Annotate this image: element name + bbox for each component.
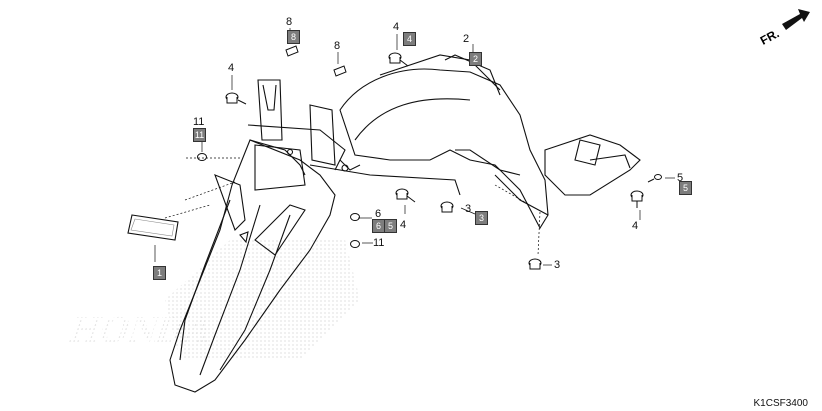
bolt-icon [630, 190, 644, 208]
mounting-bracket [247, 79, 461, 196]
ref-box-5-mid: 5 [384, 219, 397, 233]
callout-5: 5 [677, 172, 684, 184]
callout-6: 6 [375, 208, 382, 220]
bolt-icon [388, 52, 409, 67]
bolt-icon [395, 188, 416, 203]
callout-2: 2 [463, 33, 470, 45]
nut-icon [197, 153, 207, 161]
ref-box-8: 8 [287, 30, 300, 44]
fasteners [197, 45, 662, 270]
reflector [127, 214, 179, 241]
honda-watermark: HONDA [64, 240, 360, 360]
callout-11-mid: 11 [373, 237, 385, 249]
ref-box-5-right: 5 [679, 181, 692, 195]
clip-icon [285, 45, 299, 57]
callout-3-mid: 3 [465, 203, 472, 215]
callout-11-left: 11 [193, 116, 205, 128]
ref-box-1: 1 [153, 266, 166, 280]
callout-8-top: 8 [286, 16, 293, 28]
rear-fender [169, 139, 336, 393]
front-direction-arrow-icon [782, 9, 810, 30]
part-code: K1CSF3400 [753, 398, 808, 409]
clip-icon [333, 65, 347, 77]
callout-8: 8 [334, 40, 341, 52]
watermark-text: HONDA [64, 309, 219, 351]
inner-fender [339, 54, 549, 230]
ref-box-2: 2 [469, 52, 482, 66]
screw-icon [647, 174, 662, 183]
nut-icon [350, 240, 360, 248]
ref-box-4: 4 [403, 32, 416, 46]
callout-4-right: 4 [632, 220, 639, 232]
screw-icon [528, 258, 542, 270]
ref-box-11: 11 [193, 128, 206, 142]
screw-icon [440, 201, 454, 213]
ref-box-3: 3 [475, 211, 488, 225]
callout-3-low: 3 [554, 259, 561, 271]
bolt-icon [225, 92, 247, 105]
leader-lines [154, 28, 675, 266]
nut-icon [350, 213, 360, 221]
callout-4-mid: 4 [400, 219, 407, 231]
callout-4-top: 4 [393, 21, 400, 33]
callout-4-left: 4 [228, 62, 235, 74]
side-bracket [544, 134, 641, 196]
